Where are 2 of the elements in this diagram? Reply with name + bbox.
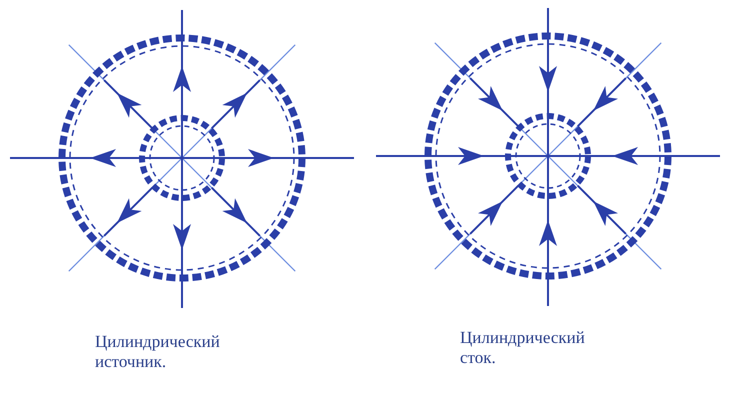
caption: Цилиндрический сток.	[460, 328, 586, 368]
caption: Цилиндрический источник.	[95, 332, 221, 372]
